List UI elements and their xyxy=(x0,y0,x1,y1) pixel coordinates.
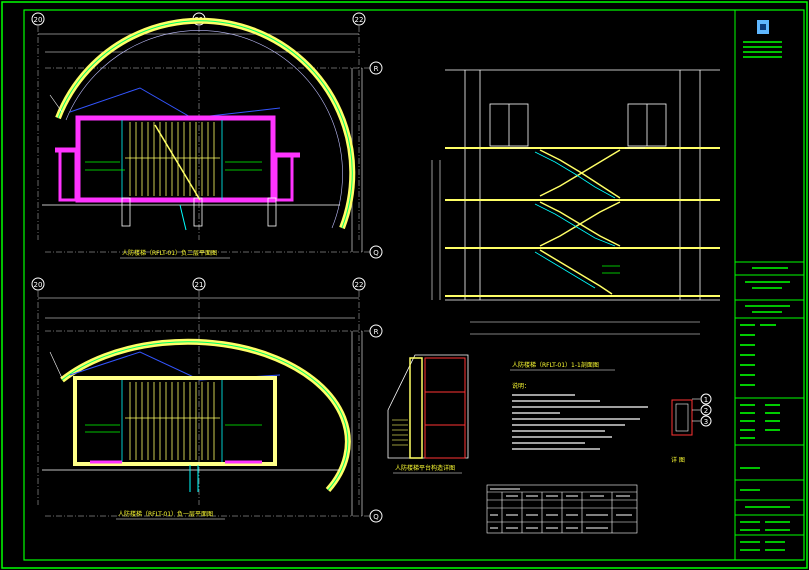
axis-bubble-right-Q-top: Q xyxy=(369,245,383,259)
rebar-detail: 1 2 3 详 图 xyxy=(671,393,712,464)
axis-bubble-right-Q-bottom: Q xyxy=(369,509,383,523)
schedule-table xyxy=(486,484,638,534)
svg-text:R: R xyxy=(374,328,379,336)
plan-top: 20 21 22 R Q xyxy=(31,12,383,259)
drawing-frame-inner xyxy=(23,9,805,561)
svg-text:2: 2 xyxy=(704,407,708,415)
svg-text:21: 21 xyxy=(195,281,204,289)
svg-text:20: 20 xyxy=(34,281,43,289)
plan-bottom: 20 21 22 R Q xyxy=(31,277,383,523)
title-block xyxy=(734,10,804,560)
axis-bubble-bottom-22: 22 xyxy=(352,277,366,291)
detail-mark-1: 1 xyxy=(700,393,712,405)
axis-bubble-top-22: 22 xyxy=(352,12,366,26)
detail-mark-3: 3 xyxy=(700,415,712,427)
small-detail-title: 详 图 xyxy=(671,456,685,464)
axis-bubble-top-20: 20 xyxy=(31,12,45,26)
axis-bubble-bottom-21: 21 xyxy=(192,277,206,291)
design-notes: 说明： xyxy=(512,382,648,450)
svg-text:22: 22 xyxy=(355,281,364,289)
svg-text:R: R xyxy=(374,65,379,73)
section-1-1: 人防楼梯（RFLT-01）1-1剖面图 xyxy=(431,69,720,371)
svg-text:22: 22 xyxy=(355,16,364,24)
svg-text:Q: Q xyxy=(373,249,379,257)
svg-text:1: 1 xyxy=(704,396,708,404)
plan-bottom-title: 人防楼梯（RFLT-01）负一层平面图 xyxy=(118,510,213,518)
svg-text:20: 20 xyxy=(34,16,43,24)
plan-top-title: 人防楼梯（RFLT-01）负二层平面图 xyxy=(122,249,217,257)
svg-text:3: 3 xyxy=(704,418,708,426)
axis-bubble-right-R-bottom: R xyxy=(369,324,383,338)
axis-bubble-bottom-20: 20 xyxy=(31,277,45,291)
axis-bubble-right-R-top: R xyxy=(369,61,383,75)
notes-heading: 说明： xyxy=(512,382,530,390)
detail-mark-2: 2 xyxy=(700,404,712,416)
section-title: 人防楼梯（RFLT-01）1-1剖面图 xyxy=(512,361,599,369)
platform-detail: 人防楼梯平台构造详图 xyxy=(387,354,469,474)
detail-title: 人防楼梯平台构造详图 xyxy=(395,464,455,472)
svg-text:Q: Q xyxy=(373,513,379,521)
